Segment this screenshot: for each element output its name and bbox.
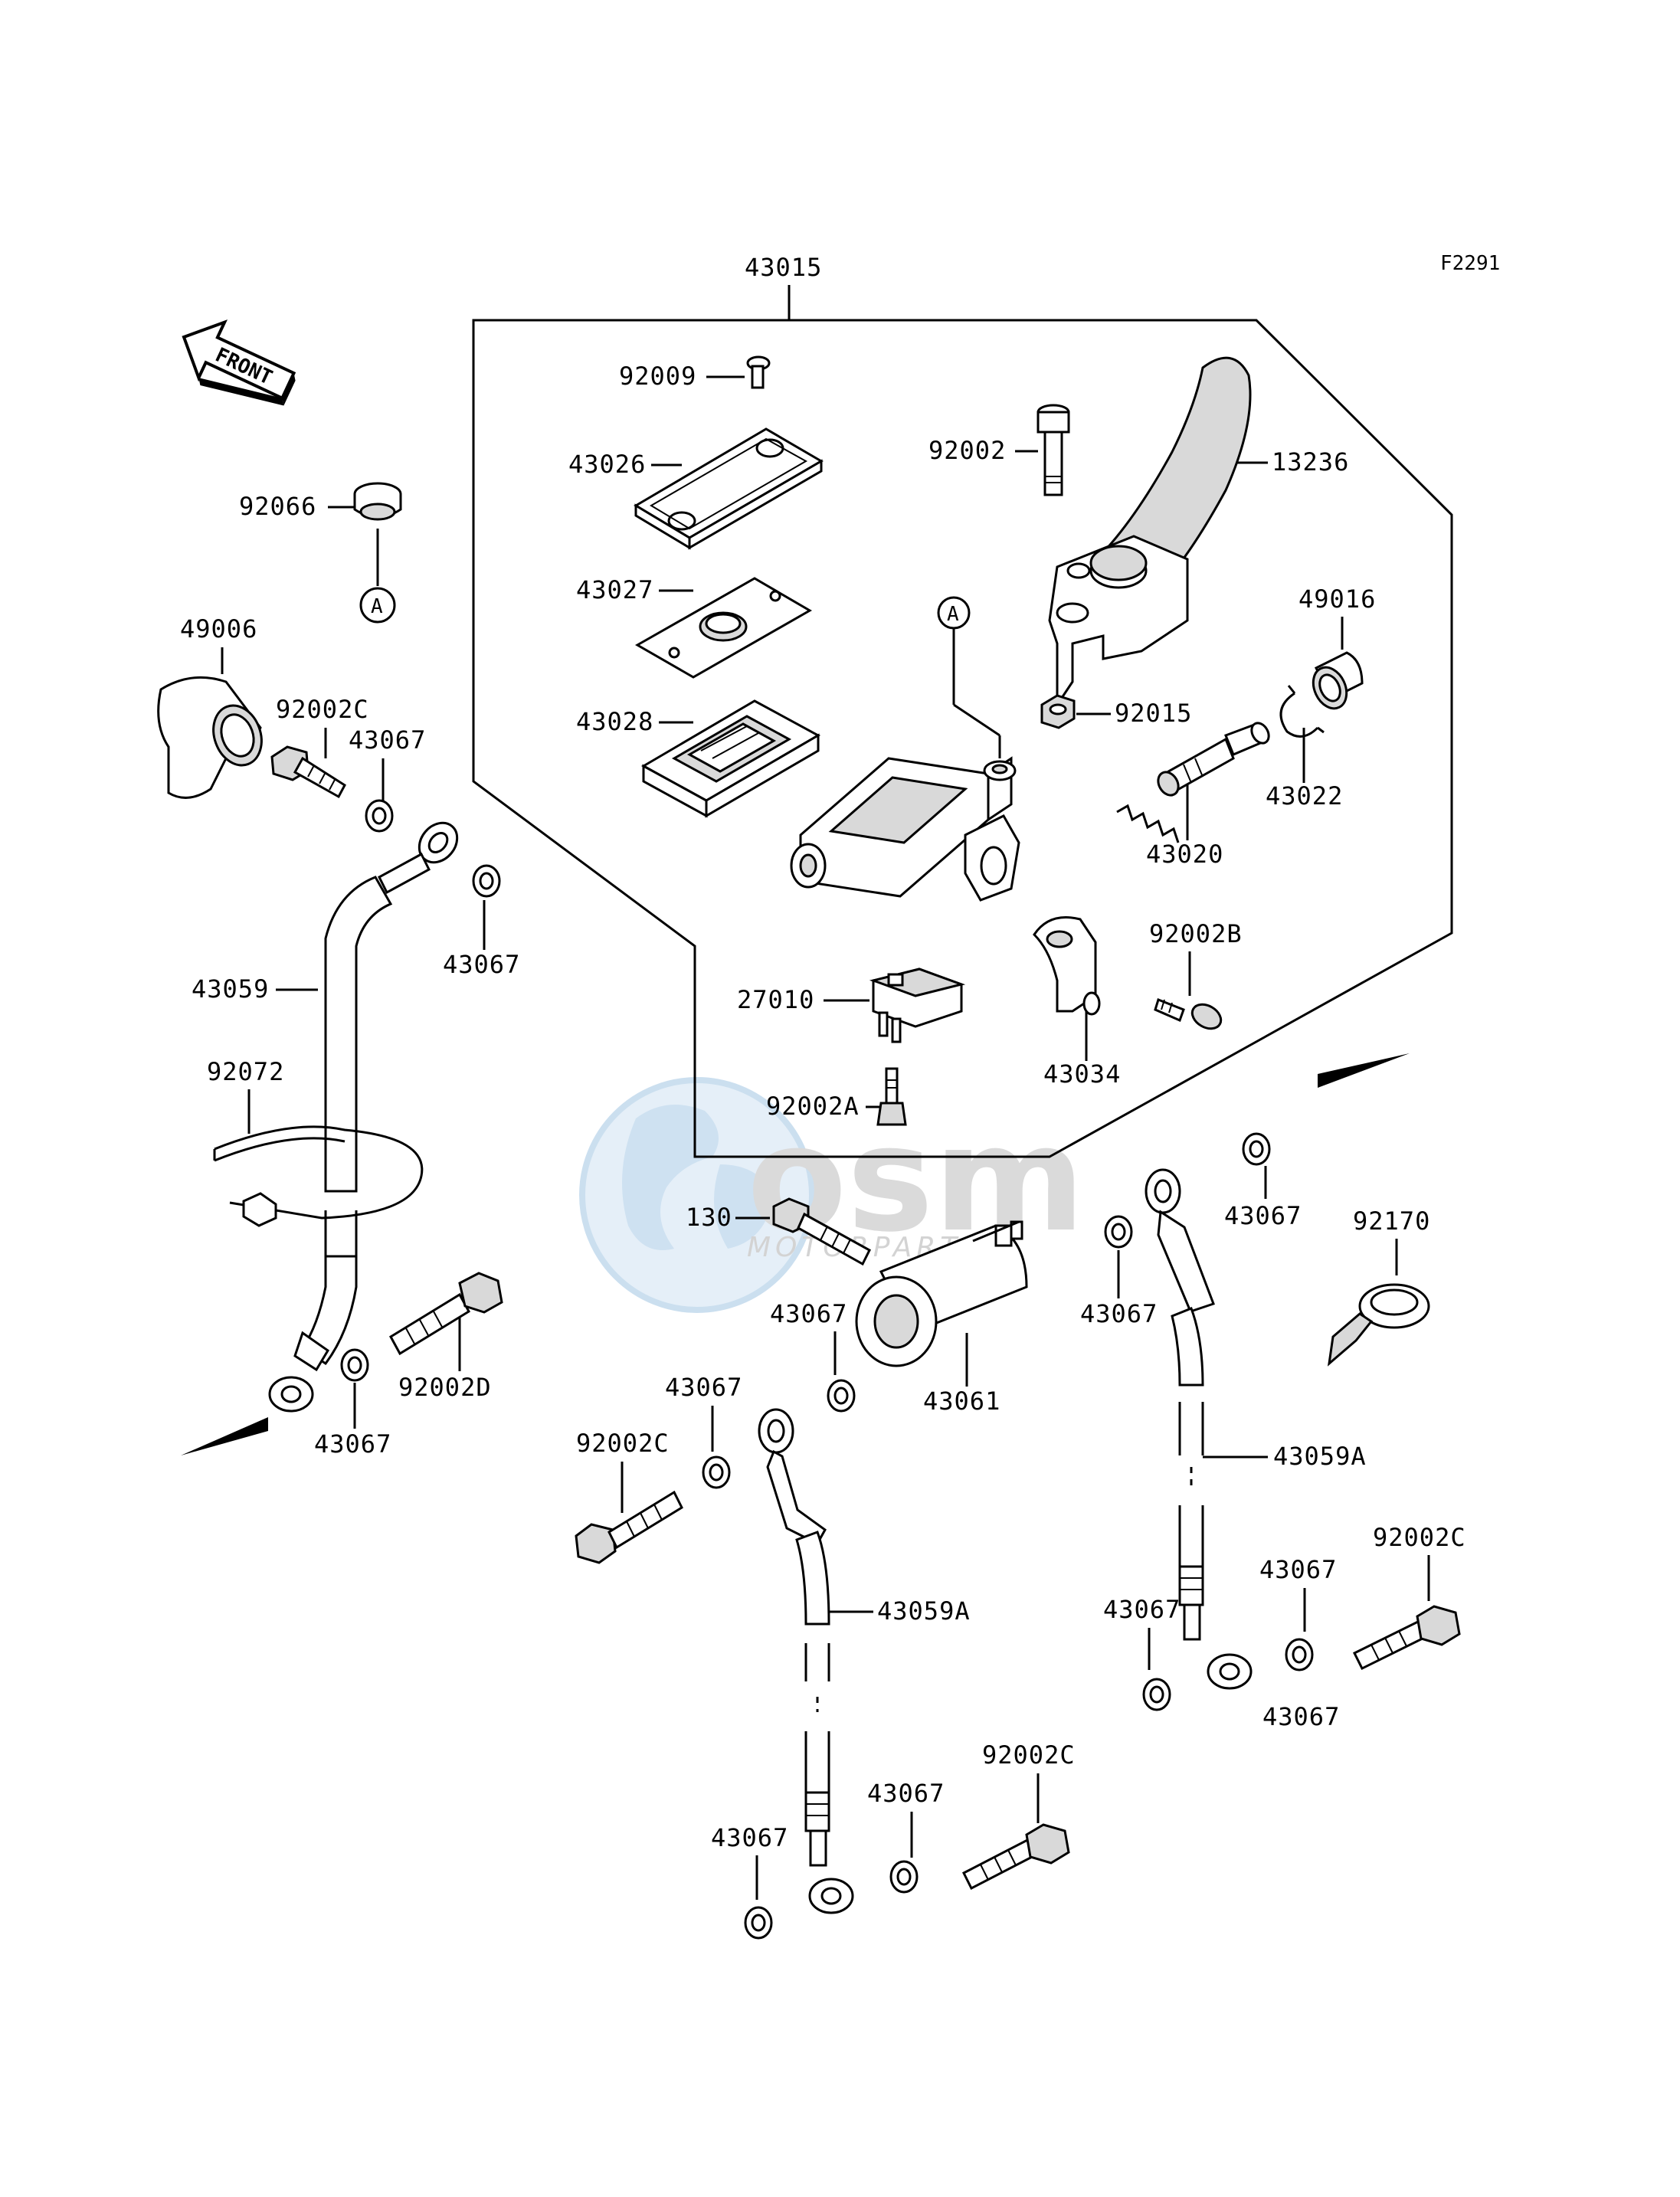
label-92002C-c: 92002C: [1373, 1523, 1466, 1552]
washer-43067-j: [744, 1906, 773, 1940]
watermark: osm MOTORPARTS: [579, 1077, 1086, 1313]
brake-lever-13236: [1048, 356, 1252, 709]
label-43067-g: 43067: [1262, 1702, 1340, 1731]
front-arrow-icon: FRONT: [182, 319, 296, 406]
label-43067-h: 43067: [1103, 1595, 1181, 1624]
screw-92002B: [1154, 998, 1223, 1030]
washer-43067-d: [827, 1379, 856, 1413]
label-43034: 43034: [1043, 1059, 1121, 1089]
reservoir-cap-43026: [634, 427, 824, 550]
label-43026: 43026: [568, 450, 646, 479]
label-43067-c: 43067: [314, 1429, 391, 1459]
label-92002C-d: 92002C: [982, 1740, 1076, 1770]
reference-marker-a-outer: A: [359, 587, 396, 624]
label-43028: 43028: [576, 707, 653, 736]
bleeder-screw-92002A: [876, 1067, 907, 1126]
label-92009: 92009: [619, 362, 696, 391]
direction-arrow-lower-left: [181, 1417, 268, 1455]
washer-43067-l: [1242, 1132, 1271, 1166]
label-92002C-b: 92002C: [576, 1429, 670, 1458]
circlip-43022: [1279, 685, 1325, 738]
washer-43067-a: [365, 799, 394, 833]
brake-hose-43059: [268, 821, 459, 1413]
label-43059: 43059: [192, 974, 269, 1004]
label-43067-e: 43067: [1080, 1299, 1158, 1328]
washer-43067-i: [1285, 1638, 1314, 1671]
piston-43020: [1116, 722, 1270, 843]
label-49016: 49016: [1298, 584, 1376, 614]
assembly-boundary: [472, 319, 1453, 1158]
label-43067-a: 43067: [349, 725, 426, 755]
banjo-bolt-92002C-a: [270, 745, 346, 799]
label-43020: 43020: [1146, 840, 1223, 869]
label-43061: 43061: [923, 1387, 1000, 1416]
diaphragm-plate-43027: [634, 577, 812, 679]
banjo-bolt-92002C-c: [1352, 1605, 1461, 1671]
label-43015: 43015: [745, 253, 822, 282]
cable-band-92072: [213, 1125, 424, 1227]
washer-43067-f: [702, 1455, 731, 1489]
bolt-130: [772, 1197, 871, 1266]
label-92066: 92066: [239, 492, 316, 521]
master-cylinder-body: [790, 756, 1020, 902]
label-13236: 13236: [1272, 447, 1349, 476]
banjo-bolt-92002C-d: [961, 1823, 1070, 1891]
nut-92015: [1040, 694, 1076, 729]
brake-switch-27010: [869, 968, 966, 1043]
washer-43067-c: [340, 1348, 369, 1382]
direction-arrow-upper-right: [1318, 1053, 1410, 1088]
brake-hose-43059A-a: [758, 1408, 854, 1914]
reference-marker-a-inner: A: [937, 596, 1001, 758]
slave-cylinder-43061: [855, 1220, 1028, 1367]
label-92170: 92170: [1353, 1207, 1430, 1236]
label-92002A: 92002A: [766, 1092, 860, 1121]
washer-43067-k: [889, 1860, 919, 1894]
banjo-bolt-92002C-b: [575, 1490, 683, 1564]
washer-43067-b: [472, 864, 501, 898]
label-43027: 43027: [576, 575, 653, 604]
watermark-brand: osm: [747, 1095, 1086, 1264]
label-43059A-b: 43059A: [1273, 1442, 1367, 1471]
label-49006: 49006: [180, 614, 257, 643]
screw-92009: [746, 355, 771, 389]
watermark-continents: [622, 1105, 774, 1250]
label-43067-l: 43067: [1224, 1201, 1302, 1230]
label-130: 130: [686, 1203, 732, 1232]
label-43067-b: 43067: [443, 950, 520, 979]
label-43067-j: 43067: [711, 1823, 788, 1852]
banjo-bolt-92002D: [388, 1272, 503, 1356]
label-43067-f: 43067: [665, 1373, 742, 1402]
boot-49006: [157, 676, 263, 799]
clamp-92170: [1327, 1283, 1430, 1367]
cap-92066: [353, 482, 402, 521]
washer-43067-e: [1104, 1215, 1133, 1249]
label-43022: 43022: [1266, 781, 1343, 810]
label-43067-i: 43067: [1259, 1555, 1337, 1584]
clamp-43034: [1033, 916, 1101, 1016]
svg-text:A: A: [947, 603, 959, 626]
figure-code: F2291: [1440, 252, 1500, 275]
diaphragm-43028: [640, 699, 821, 818]
label-92015: 92015: [1115, 699, 1192, 728]
label-43067-d: 43067: [770, 1299, 847, 1328]
label-43059A-a: 43059A: [877, 1596, 971, 1626]
svg-text:A: A: [371, 595, 383, 618]
label-27010: 27010: [737, 985, 814, 1014]
label-92002: 92002: [928, 436, 1006, 465]
label-92002D: 92002D: [398, 1373, 492, 1402]
label-92002B: 92002B: [1149, 919, 1243, 948]
washer-43067-h: [1142, 1678, 1171, 1711]
label-92002C-a: 92002C: [276, 695, 369, 724]
dust-boot-49016: [1312, 651, 1364, 710]
label-43067-k: 43067: [867, 1779, 945, 1808]
label-92072: 92072: [207, 1057, 284, 1086]
pivot-bolt-92002: [1036, 404, 1070, 496]
brake-hose-43059A-b: [1145, 1168, 1253, 1690]
